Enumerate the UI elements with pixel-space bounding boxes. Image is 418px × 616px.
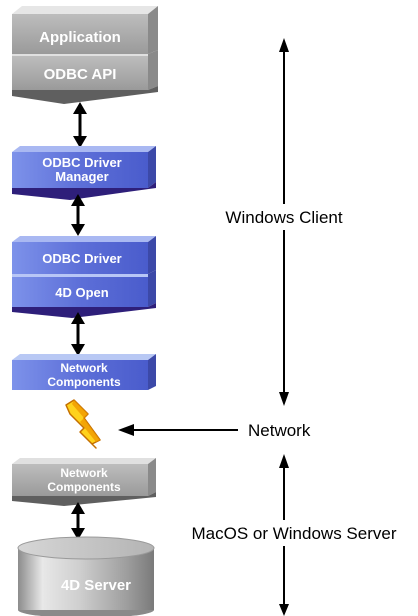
odbc-driver-manager-block: ODBC Driver Manager [12, 146, 156, 200]
4d-open-label: 4D Open [55, 285, 109, 300]
server-side-label: MacOS or Windows Server [192, 524, 397, 543]
network-pointer-arrow [118, 424, 238, 436]
driver-manager-label-line1: ODBC Driver [42, 155, 121, 170]
connector-arrow-manager-to-driver [71, 194, 85, 236]
odbc-api-layer [12, 56, 148, 90]
4d-open-layer [12, 277, 148, 307]
connector-arrow-network-to-server [71, 502, 85, 540]
odbc-driver-label: ODBC Driver [42, 251, 121, 266]
application-layer [12, 14, 148, 54]
odbc-driver-4d-open-block: ODBC Driver 4D Open [12, 236, 156, 318]
client-network-label-line2: Components [47, 375, 121, 389]
application-label: Application [39, 29, 121, 46]
odbc-driver-layer [12, 242, 148, 274]
network-label: Network [248, 421, 311, 440]
client-network-layer [12, 360, 148, 390]
driver-manager-label-line2: Manager [55, 169, 108, 184]
connector-arrow-open-to-network [71, 312, 85, 356]
4d-server-cylinder: 4D Server [17, 536, 155, 616]
4d-server-label: 4D Server [61, 577, 131, 594]
server-network-label-line1: Network [60, 466, 108, 480]
windows-client-label: Windows Client [225, 208, 342, 227]
lightning-bolt-icon [65, 399, 101, 449]
odbc-api-label: ODBC API [44, 66, 117, 83]
odbc-driver-manager-layer [12, 152, 148, 188]
client-network-label-line1: Network [60, 361, 108, 375]
server-network-layer [12, 464, 148, 496]
application-odbc-api-block: Application ODBC API [12, 6, 158, 104]
server-network-components-block: Network Components [12, 458, 156, 506]
client-network-components-block: Network Components [12, 354, 156, 390]
server-network-label-line2: Components [47, 480, 121, 494]
connector-arrow-api-to-manager [73, 102, 87, 148]
